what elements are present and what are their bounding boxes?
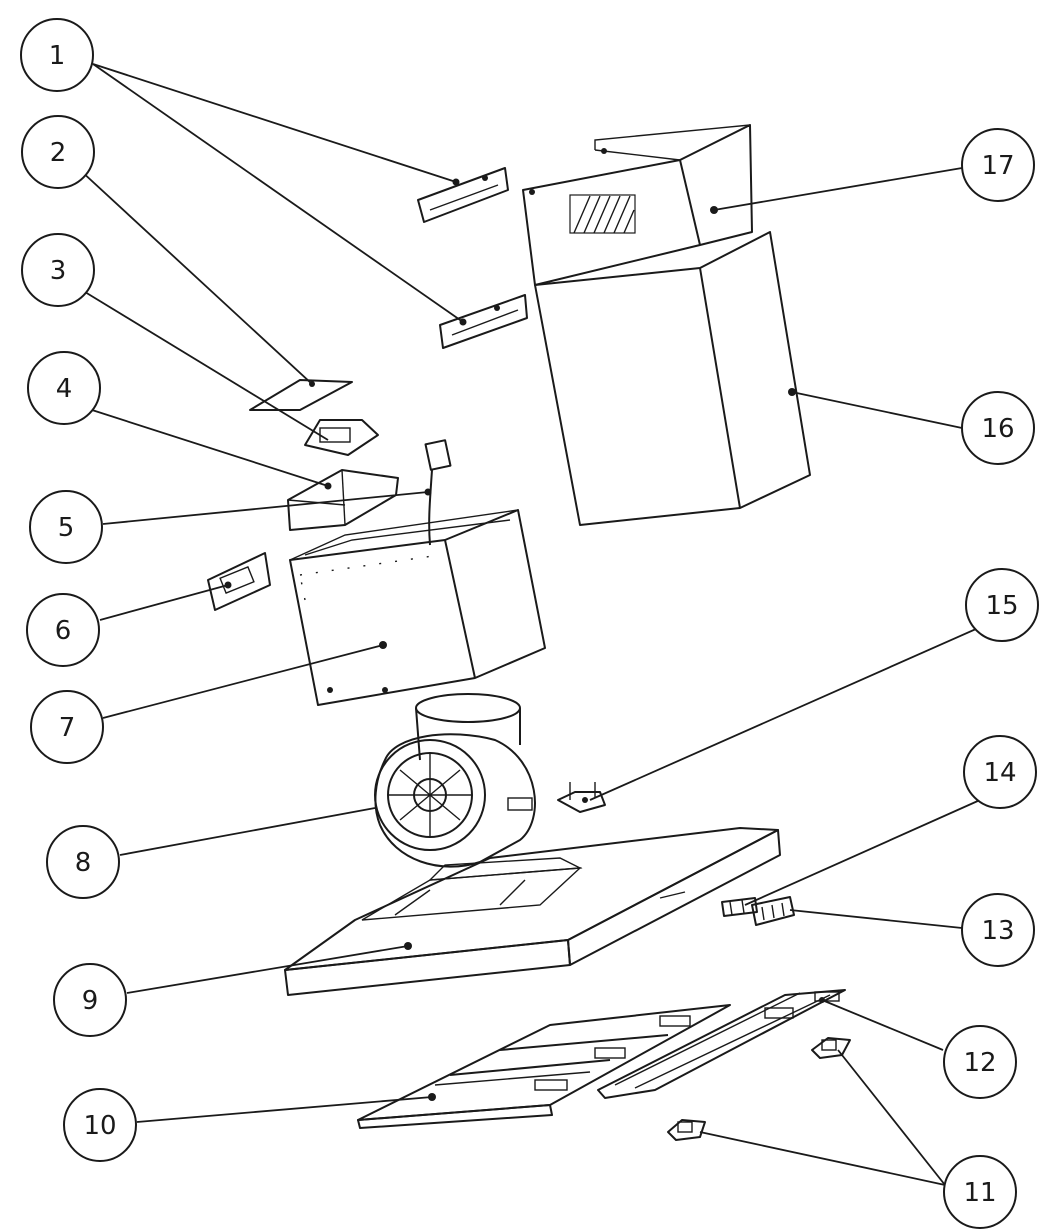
callout-2-label: 2 [50, 138, 67, 168]
part-grease-filters [357, 1004, 731, 1129]
part-mounting-brackets [417, 167, 528, 349]
callout-7: 7 [30, 690, 104, 764]
callout-12-label: 12 [963, 1048, 996, 1078]
callout-14-label: 14 [983, 758, 1016, 788]
part-blower-fan [374, 693, 536, 868]
callout-2: 2 [21, 115, 95, 189]
part-control-module [304, 419, 379, 456]
part-hood-canopy [284, 827, 781, 996]
callout-3: 3 [21, 233, 95, 307]
callout-16: 16 [961, 391, 1035, 465]
callout-1-label: 1 [49, 41, 66, 71]
callout-4: 4 [27, 351, 101, 425]
callout-11-label: 11 [963, 1178, 996, 1208]
callout-6: 6 [26, 593, 100, 667]
part-motor-housing-box [289, 509, 546, 706]
part-lamps [667, 1037, 851, 1141]
callout-12: 12 [943, 1025, 1017, 1099]
callout-6-label: 6 [55, 616, 72, 646]
callout-10-label: 10 [83, 1111, 116, 1141]
callout-13-label: 13 [981, 916, 1014, 946]
callout-4-label: 4 [56, 374, 73, 404]
callout-3-label: 3 [50, 256, 67, 286]
callout-8-label: 8 [75, 848, 92, 878]
vent-grille [569, 194, 636, 234]
callout-5: 5 [29, 490, 103, 564]
part-filter-rail [597, 989, 846, 1099]
callout-8: 8 [46, 825, 120, 899]
part-power-cord [424, 439, 452, 546]
part-switch-plate [207, 552, 271, 611]
part-small-bracket [557, 782, 606, 813]
callout-13: 13 [961, 893, 1035, 967]
callout-9: 9 [53, 963, 127, 1037]
part-cover-plate [249, 379, 353, 411]
callout-17: 17 [961, 128, 1035, 202]
callout-15: 15 [965, 568, 1039, 642]
callout-7-label: 7 [59, 713, 76, 743]
callout-5-label: 5 [58, 513, 75, 543]
callout-9-label: 9 [82, 986, 99, 1016]
part-control-panel [751, 896, 795, 926]
callout-16-label: 16 [981, 414, 1014, 444]
callout-11: 11 [943, 1155, 1017, 1229]
part-upper-chimney-cover [522, 124, 753, 286]
callout-10: 10 [63, 1088, 137, 1162]
part-switch-small [721, 897, 758, 917]
leader-lines [79, 63, 986, 1186]
callout-17-label: 17 [981, 151, 1014, 181]
callout-1: 1 [20, 18, 94, 92]
callout-15-label: 15 [985, 591, 1018, 621]
callout-14: 14 [963, 735, 1037, 809]
